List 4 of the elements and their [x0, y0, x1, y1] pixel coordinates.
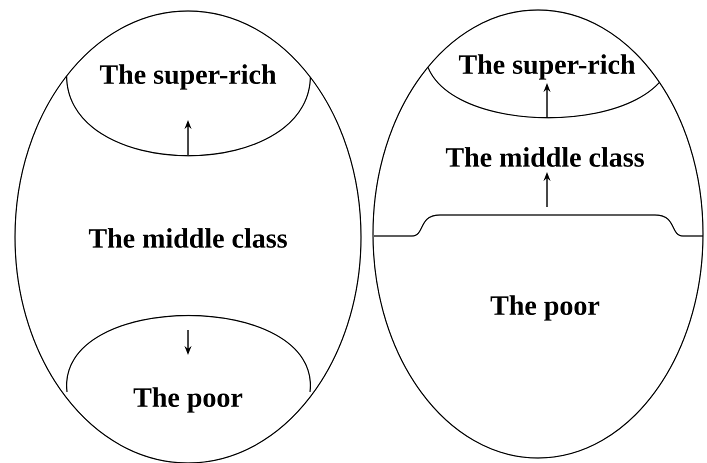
class-region: The poor — [66, 315, 311, 413]
class-region: The super-rich — [66, 64, 311, 156]
class-region: The super-rich — [424, 44, 673, 118]
class-region: The poor — [374, 214, 703, 321]
